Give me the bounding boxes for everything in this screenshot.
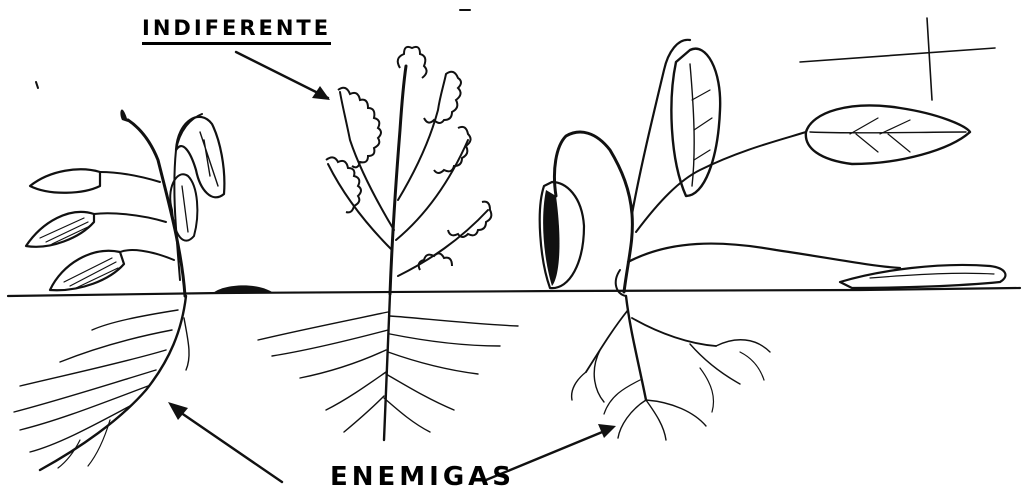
left-plant (14, 109, 272, 470)
label-indiferente: INDIFERENTE (142, 16, 331, 45)
left-leaves (26, 169, 174, 290)
pinnate-leaves (326, 47, 491, 270)
bud (120, 109, 128, 122)
right-roots (572, 296, 770, 440)
left-roots (14, 296, 189, 470)
arrow-indiferente (236, 52, 330, 100)
ground-line (8, 288, 1020, 296)
right-plant (540, 40, 1006, 440)
center-roots (258, 294, 518, 440)
arrow-enemigas-left (168, 402, 282, 482)
label-enemigas: ENEMIGAS (330, 462, 515, 492)
center-plant (258, 47, 518, 440)
